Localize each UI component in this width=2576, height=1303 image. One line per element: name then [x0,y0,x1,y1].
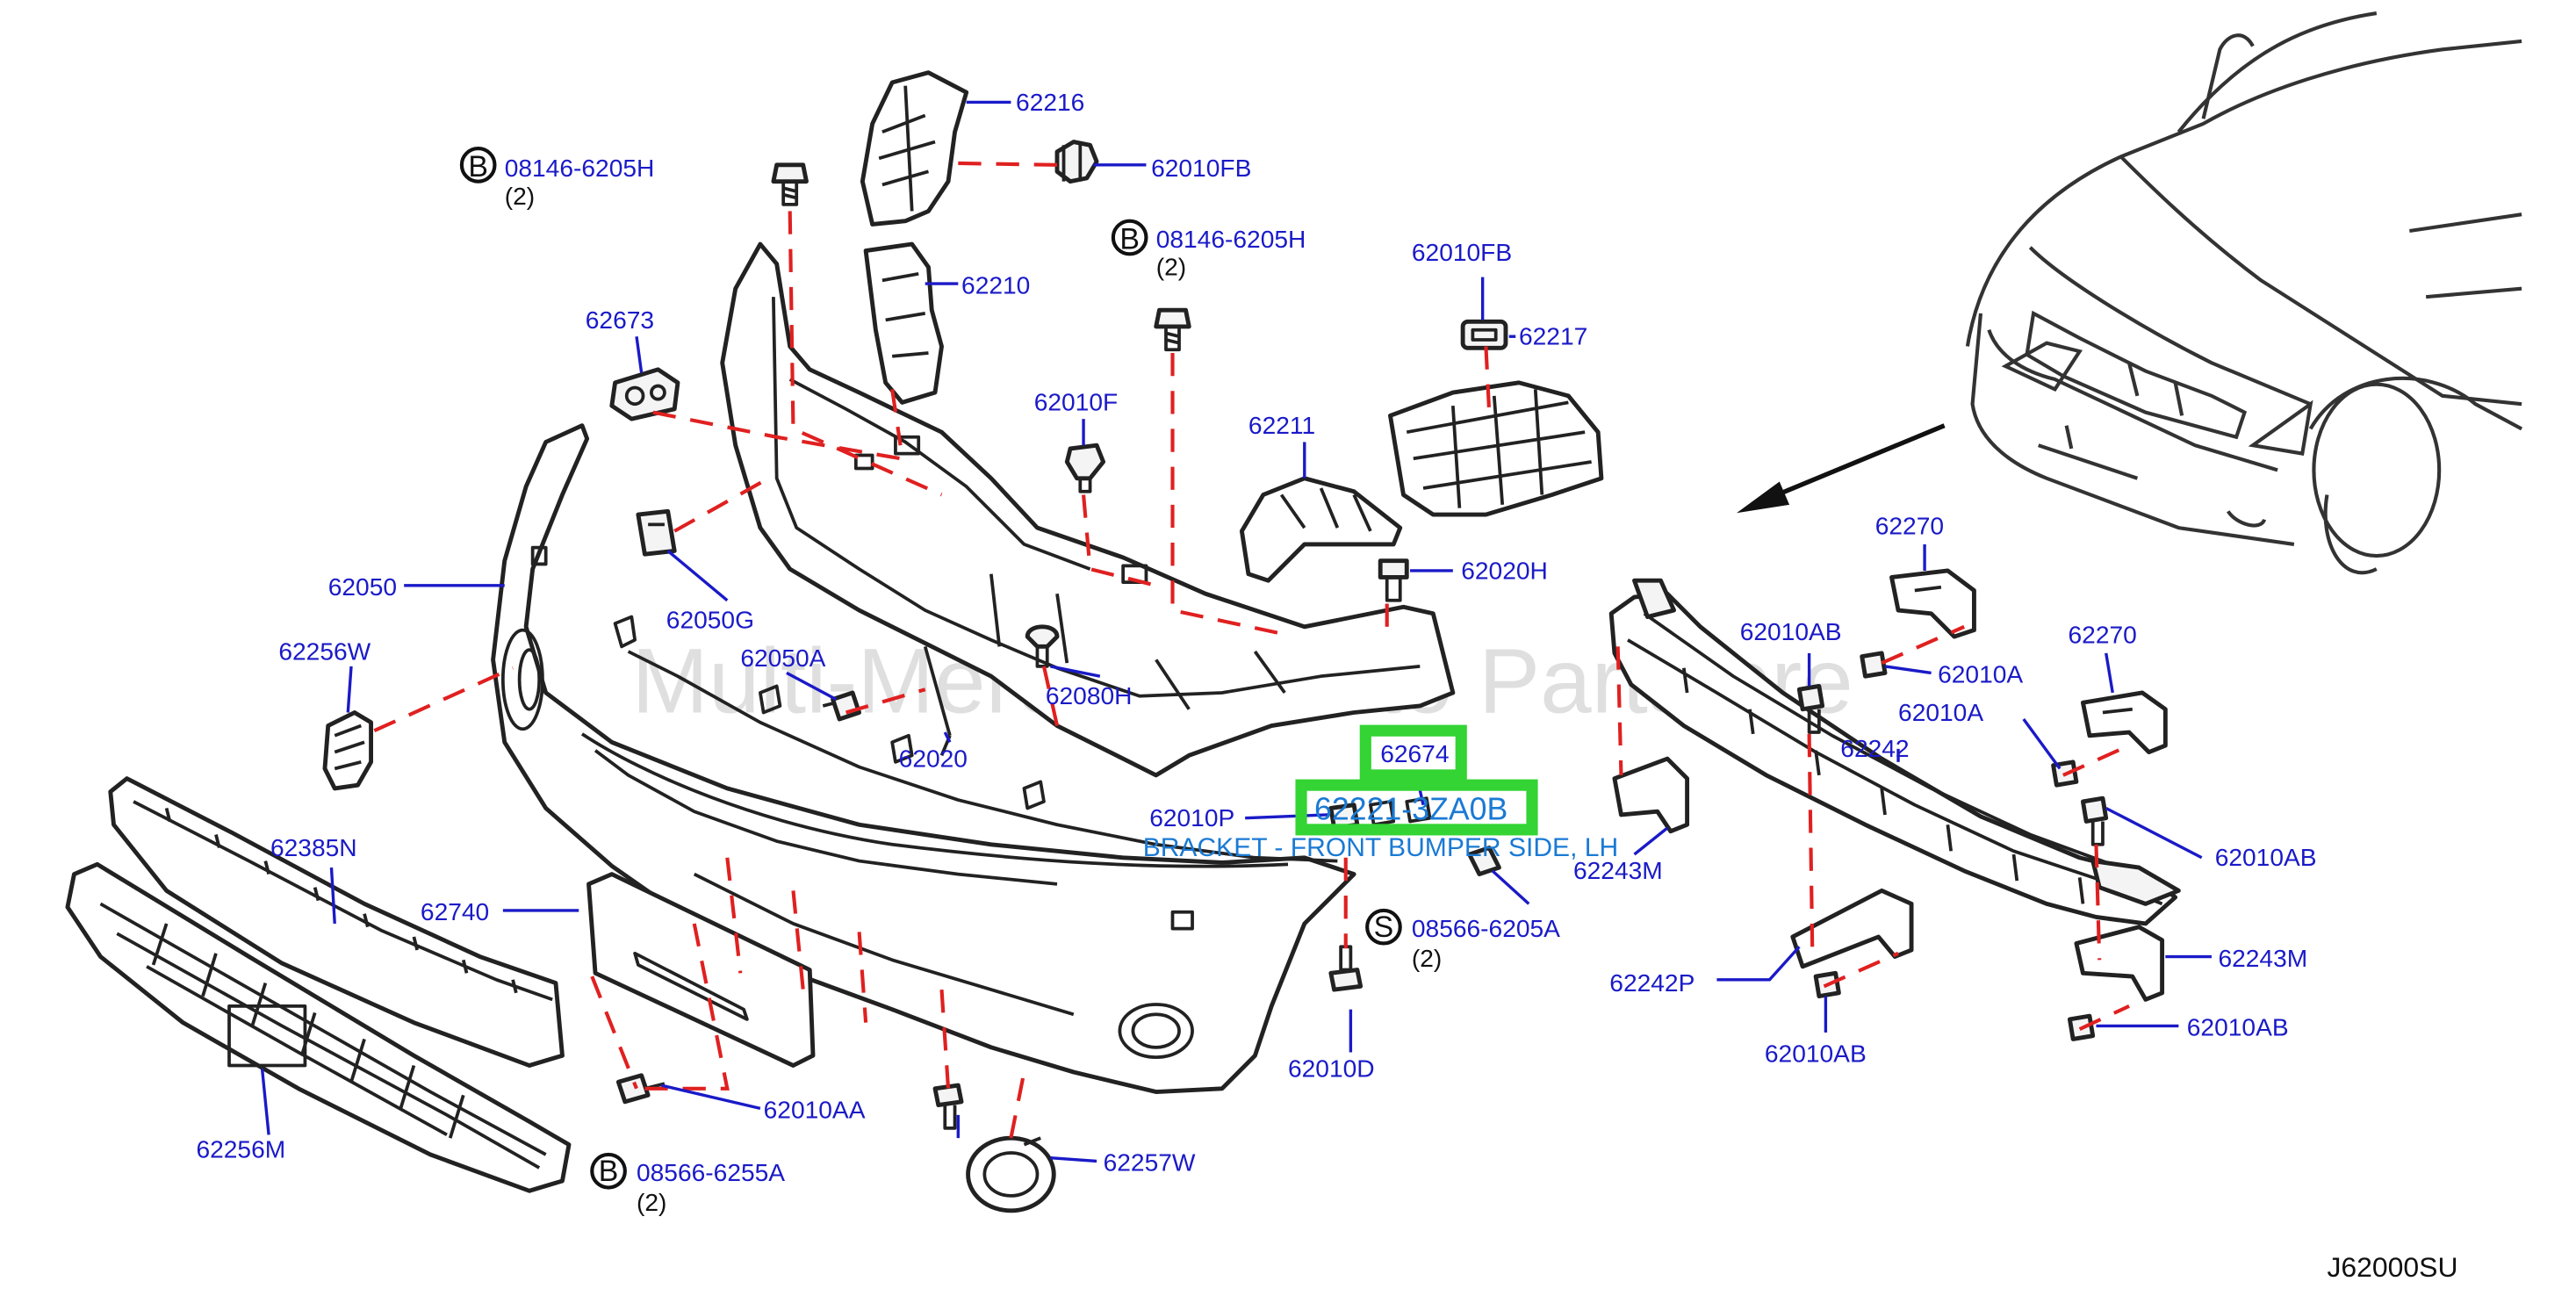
label-62243M-b[interactable]: 62243M [2218,944,2307,972]
part-62050G[interactable] [636,508,677,557]
callout-part-number: 08566-6205A [1412,914,1560,942]
label-62020H[interactable]: 62020H [1461,556,1548,584]
bracket-62243M-b[interactable] [2074,925,2165,1002]
label-62270-a[interactable]: 62270 [1875,512,1944,540]
label-62010F[interactable]: 62010F [1034,388,1118,416]
label-62010AB-b[interactable]: 62010AB [2215,843,2317,871]
part-62256W[interactable] [322,710,374,791]
callout-part-number: 08146-6205H [505,154,655,182]
label-62256W[interactable]: 62256W [278,637,371,665]
screw-08566-6205A[interactable] [1467,846,1501,877]
callout-letter: B [1119,223,1140,256]
callout-08146-6205H-b: B 08146-6205H (2) [1111,219,1306,281]
callout-letter: B [599,1155,619,1188]
callout-letter: B [468,150,488,184]
label-62010AB-d[interactable]: 62010AB [2187,1013,2289,1041]
part-62210[interactable] [863,241,944,405]
clip-62010P[interactable] [1328,796,1432,831]
diagram-code: J62000SU [2327,1251,2457,1283]
part-62010FB-clip-a[interactable] [1054,140,1099,184]
label-62010AA[interactable]: 62010AA [764,1096,866,1124]
bolt-08146-6205H-b[interactable] [1154,307,1191,352]
screw-62010D[interactable] [1328,945,1364,992]
label-62211[interactable]: 62211 [1248,411,1315,439]
label-62257W[interactable]: 62257W [1104,1148,1196,1177]
label-62010AB-a[interactable]: 62010AB [1740,617,1842,645]
label-62216[interactable]: 62216 [1016,88,1084,116]
label-62080H[interactable]: 62080H [1046,681,1133,709]
label-62256M[interactable]: 62256M [196,1135,285,1163]
label-62010FB-b[interactable]: 62010FB [1412,238,1512,266]
part-62216[interactable] [860,70,969,227]
label-62674: 62674 [1380,739,1449,767]
label-62050A[interactable]: 62050A [740,644,825,672]
label-62270-b[interactable]: 62270 [2069,621,2137,649]
callout-08566-6255A: B 08566-6255A (2) [590,1152,785,1216]
callout-08146-6205H-a: B 08146-6205H (2) [459,146,655,210]
highlight-box-62221-3ZA0B[interactable] [1295,779,1538,836]
label-62242P[interactable]: 62242P [1609,968,1695,997]
part-62211[interactable] [1239,476,1403,583]
label-62020[interactable]: 62020 [899,744,968,772]
callout-quantity: (2) [505,182,535,210]
bracket-62243M-a[interactable] [1612,756,1690,834]
screw-62010AA[interactable] [932,1083,964,1130]
direction-arrow [1736,423,1946,514]
label-62217[interactable]: 62217 [1519,322,1587,350]
bracket-62270-a[interactable] [1889,568,1976,639]
label-62385N[interactable]: 62385N [270,833,357,861]
assembly-lines [373,161,2130,1139]
label-62010A-b[interactable]: 62010A [1898,698,1983,726]
part-62385N[interactable] [108,776,565,1068]
vehicle-reference-drawing [1965,11,2523,575]
label-62243M-a[interactable]: 62243M [1573,856,1663,884]
label-62010P[interactable]: 62010P [1149,803,1234,831]
highlight-box-62674[interactable] [1359,724,1467,781]
callout-part-number: 08146-6205H [1156,225,1306,253]
label-62050G[interactable]: 62050G [666,606,754,634]
label-62221-3ZA0B: 62221-3ZA0B [1314,792,1507,827]
part-62257W[interactable] [966,1135,1056,1213]
label-62210[interactable]: 62210 [961,270,1030,299]
label-62010D[interactable]: 62010D [1288,1055,1375,1083]
part-labels: 62216 62010FB 62210 62673 62010F 62010FB… [196,88,2316,1177]
callout-part-number: 08566-6255A [637,1158,785,1186]
bolt-62020H[interactable] [1378,558,1409,602]
bolt-08146-6205H-a[interactable] [771,162,809,206]
part-62740[interactable] [586,872,816,1068]
callout-08566-6205A: S 08566-6205A (2) [1365,908,1560,972]
label-62010A-a[interactable]: 62010A [1938,660,2023,688]
clip-62010F[interactable] [1064,443,1106,493]
screw-62050A[interactable] [822,690,862,722]
callout-quantity: (2) [1156,253,1186,281]
part-62217[interactable] [1388,380,1604,517]
bracket-62270-b[interactable] [2080,690,2168,755]
part-62256M-grille[interactable] [65,861,572,1193]
label-62010AB-c[interactable]: 62010AB [1765,1040,1867,1068]
leader-lines [260,100,2212,1163]
highlight-selection[interactable]: 62674 62221-3ZA0B BRACKET - FRONT BUMPER… [1143,724,1619,862]
clip-62080H[interactable] [1025,624,1060,668]
callout-letter: S [1374,911,1394,944]
part-description: BRACKET - FRONT BUMPER SIDE, LH [1143,833,1619,862]
callout-quantity: (2) [1412,944,1442,972]
part-62673[interactable] [609,367,680,421]
label-62673[interactable]: 62673 [586,306,654,334]
label-62010FB-a[interactable]: 62010FB [1151,154,1251,182]
label-62242[interactable]: 62242 [1840,734,1909,762]
callout-quantity: (2) [637,1188,666,1216]
label-62740[interactable]: 62740 [421,897,489,925]
part-62010FB-clip-b[interactable] [1460,319,1508,350]
bracket-62242P[interactable] [1790,888,1914,969]
label-62050[interactable]: 62050 [328,572,397,601]
